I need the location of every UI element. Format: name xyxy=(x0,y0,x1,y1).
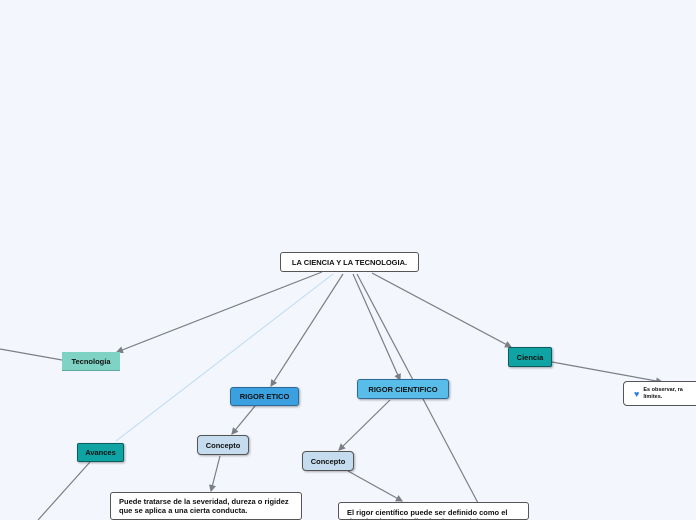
tecnologia-label: Tecnología xyxy=(71,356,111,366)
link-root-rigor-cientifico xyxy=(352,273,401,382)
blue-heart-icon: ♥ xyxy=(634,388,640,399)
concepto-etico-node[interactable]: Concepto xyxy=(197,435,249,455)
tecnologia-node[interactable]: Tecnología xyxy=(62,352,120,371)
etico-definition[interactable]: Puede tratarse de la severidad, dureza o… xyxy=(110,492,302,520)
root-label: LA CIENCIA Y LA TECNOLOGIA. xyxy=(291,257,408,267)
link-tecnologia-offscreen xyxy=(0,348,63,361)
avances-label: Avances xyxy=(85,448,116,457)
ciencia-note[interactable]: ♥ Es observar, ra límites. xyxy=(623,381,696,406)
link-concepto-etico-text xyxy=(209,455,221,493)
ciencia-note-line1: Es observar, ra xyxy=(643,386,683,393)
ciencia-node[interactable]: Ciencia xyxy=(508,347,552,367)
link-avances-down xyxy=(37,461,91,520)
rigor-cientifico-label: RIGOR CIENTIFICO xyxy=(368,384,438,394)
ciencia-note-line2: límites. xyxy=(643,393,663,400)
concepto-cientifico-node[interactable]: Concepto xyxy=(302,451,354,471)
rigor-etico-label: RIGOR ETICO xyxy=(239,392,290,401)
cientifico-definition[interactable]: El rigor científico puede ser definido c… xyxy=(338,502,529,520)
link-rigor-etico-concepto xyxy=(231,405,256,435)
etico-definition-text: Puede tratarse de la severidad, dureza o… xyxy=(119,497,289,515)
link-ciencia-note xyxy=(551,361,664,385)
link-root-avances xyxy=(115,273,334,442)
concepto-cientifico-label: Concepto xyxy=(310,456,346,466)
ciencia-label: Ciencia xyxy=(516,352,544,362)
link-rigor-cientifico-concepto xyxy=(338,399,391,451)
link-root-rigor-etico xyxy=(270,273,344,388)
avances-node[interactable]: Avances xyxy=(77,443,124,462)
cientifico-definition-text: El rigor científico puede ser definido c… xyxy=(347,508,508,519)
link-concepto-cientifico-text xyxy=(347,470,404,502)
link-root-tecnologia xyxy=(115,271,323,354)
link-root-ciencia xyxy=(371,272,513,348)
concepto-etico-label: Concepto xyxy=(205,440,241,450)
root-node[interactable]: LA CIENCIA Y LA TECNOLOGIA. xyxy=(280,252,419,272)
rigor-cientifico-node[interactable]: RIGOR CIENTIFICO xyxy=(357,379,449,399)
rigor-etico-node[interactable]: RIGOR ETICO xyxy=(230,387,299,406)
